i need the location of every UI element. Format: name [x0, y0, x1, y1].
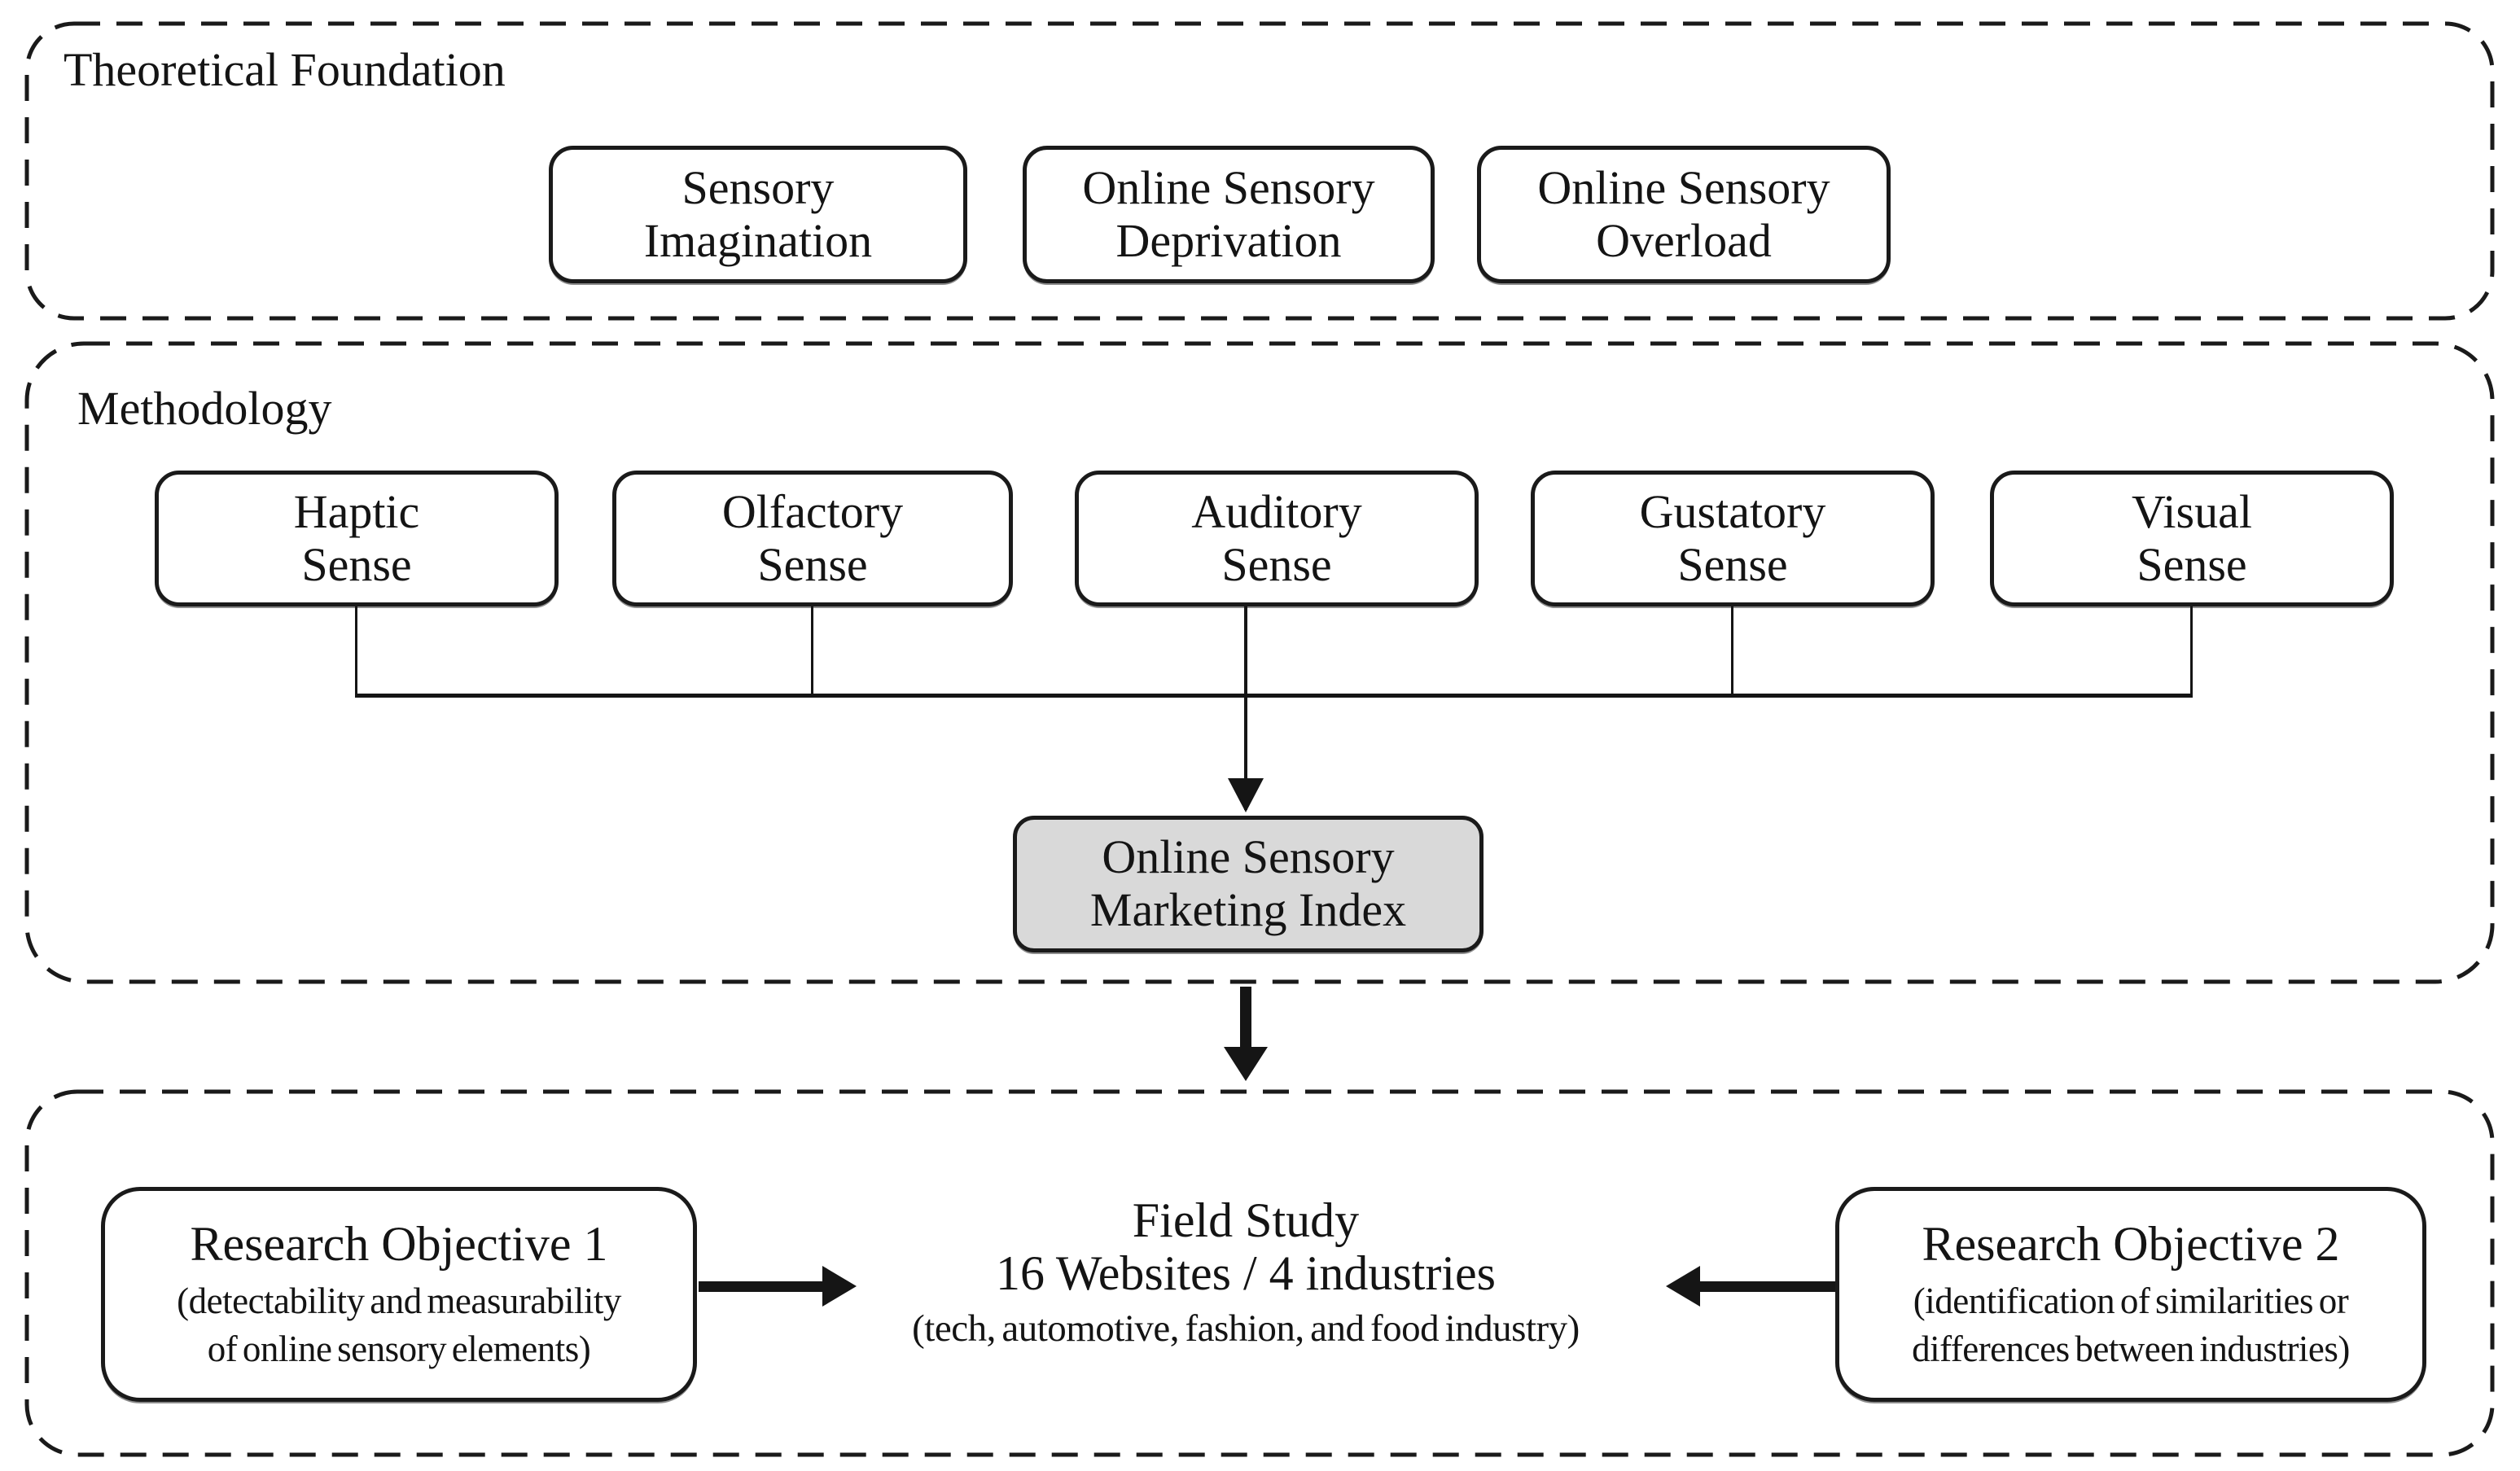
- field-study-line2: 16 Websites / 4 industries: [995, 1246, 1497, 1300]
- arrow-ro1-shaft: [699, 1281, 822, 1292]
- research-objective-1-title: Research Objective 1: [190, 1217, 608, 1271]
- arrow-right-icon: [822, 1266, 857, 1307]
- field-study-text: Field Study 16 Websites / 4 industries (…: [847, 1195, 1645, 1349]
- box-olfactory-sense: Olfactory Sense: [612, 471, 1013, 606]
- dashed-border: [24, 21, 2495, 321]
- arrow-down-icon: [1228, 778, 1264, 812]
- section-theoretical-foundation: [24, 21, 2495, 321]
- box-visual-sense: Visual Sense: [1990, 471, 2394, 606]
- box-auditory-sense: Auditory Sense: [1075, 471, 1479, 606]
- research-objective-1-subtitle: (detectability and measurability of onli…: [177, 1281, 621, 1369]
- box-online-sensory-overload: Online Sensory Overload: [1477, 146, 1891, 283]
- connector-visual: [2190, 606, 2193, 697]
- arrow-ro2-shaft: [1700, 1281, 1835, 1292]
- box-research-objective-2: Research Objective 2 (identification of …: [1835, 1187, 2426, 1402]
- box-online-sensory-marketing-index: Online Sensory Marketing Index: [1013, 816, 1484, 952]
- connector-bus-line: [355, 694, 2193, 698]
- research-objective-2-title: Research Objective 2: [1922, 1217, 2340, 1271]
- section-field-study: [24, 1089, 2495, 1457]
- box-haptic-sense: Haptic Sense: [155, 471, 559, 606]
- theoretical-foundation-title: Theoretical Foundation: [64, 43, 506, 96]
- connector-olfactory: [811, 606, 813, 697]
- box-research-objective-1: Research Objective 1 (detectability and …: [101, 1187, 697, 1402]
- field-study-line1: Field Study: [1132, 1193, 1360, 1247]
- field-study-line3: (tech, automotive, fashion, and food ind…: [912, 1307, 1580, 1350]
- research-objective-2-subtitle: (identification of similarities or diffe…: [1912, 1281, 2350, 1369]
- arrow-left-icon: [1666, 1266, 1700, 1307]
- flow-arrow-down-icon: [1224, 1047, 1268, 1081]
- box-online-sensory-deprivation: Online Sensory Deprivation: [1023, 146, 1435, 283]
- methodology-title: Methodology: [77, 382, 332, 435]
- connector-gustatory: [1731, 606, 1733, 697]
- connector-haptic: [355, 606, 357, 697]
- flow-arrow-shaft: [1240, 987, 1251, 1049]
- box-sensory-imagination: Sensory Imagination: [549, 146, 967, 283]
- dashed-border: [24, 1089, 2495, 1457]
- box-gustatory-sense: Gustatory Sense: [1531, 471, 1935, 606]
- connector-auditory-to-index: [1244, 606, 1247, 810]
